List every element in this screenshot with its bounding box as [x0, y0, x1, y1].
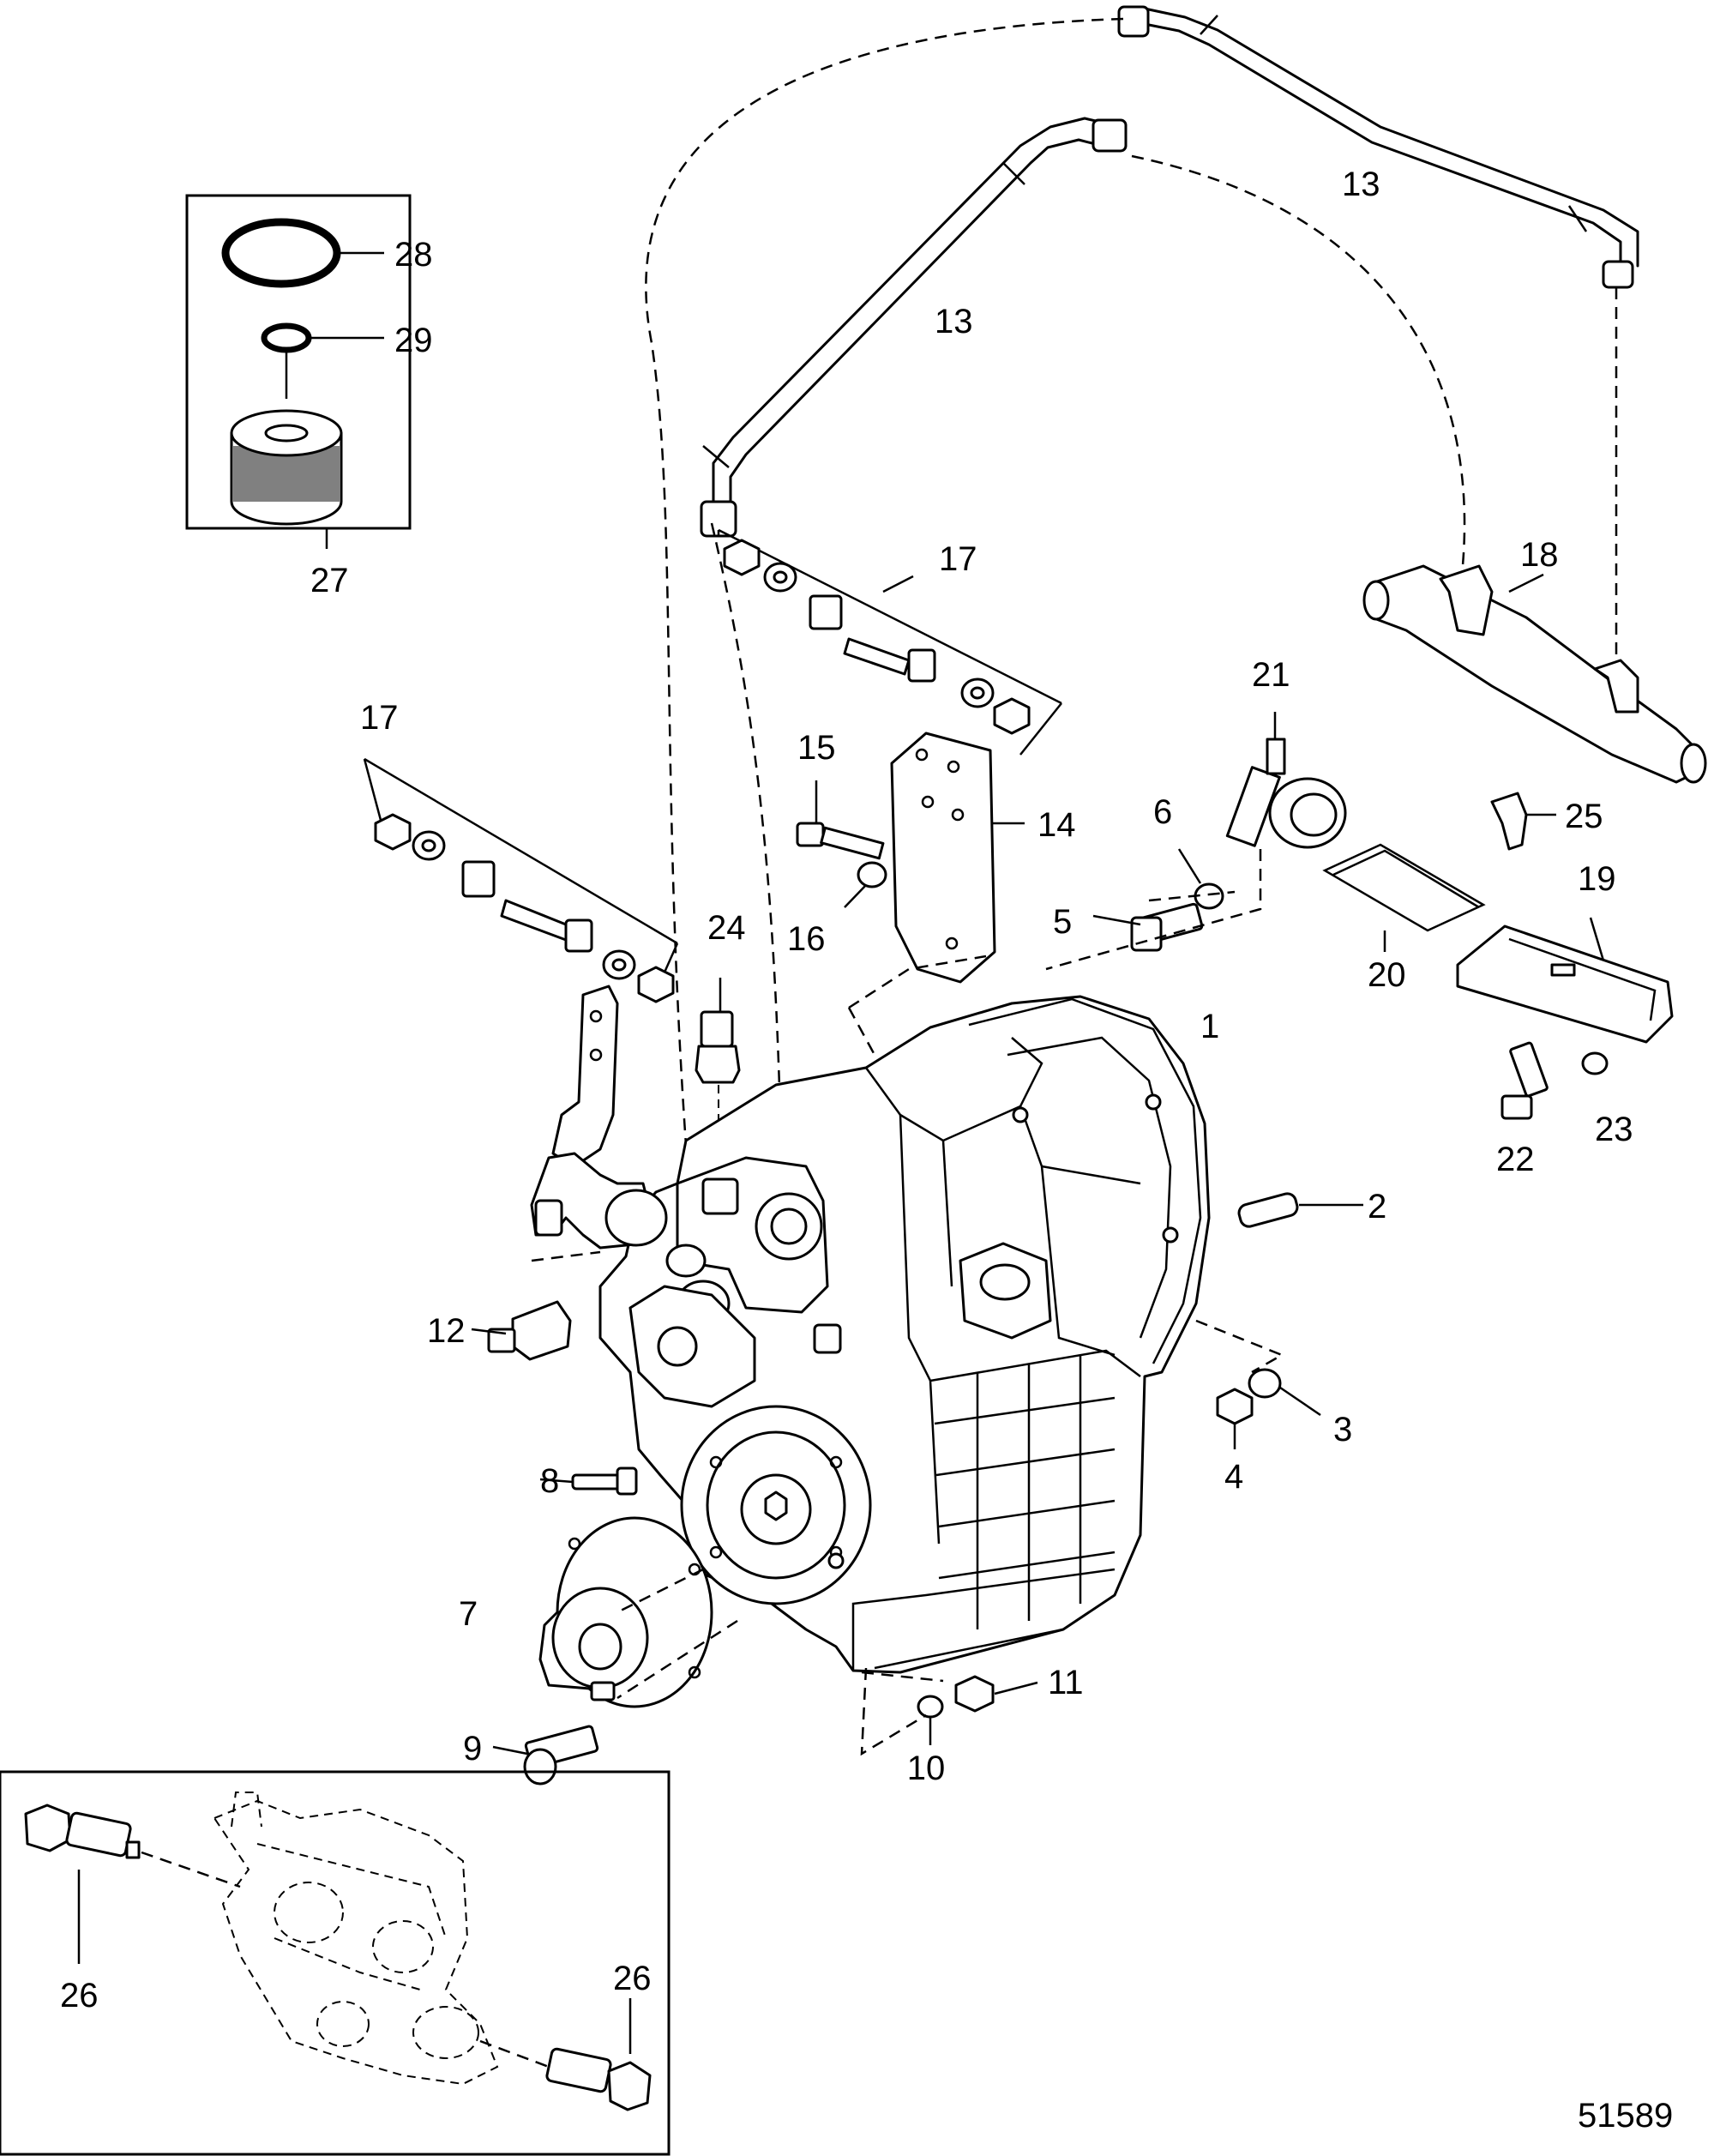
callout-3: 3: [1333, 1411, 1352, 1448]
callouts: 1 2 3 4 5 6 7 8 9 10 11 12 13 13 14 15 1…: [60, 166, 1633, 2014]
bolt-22: [1501, 1041, 1549, 1120]
callout-6: 6: [1153, 793, 1172, 831]
bracket-19: [1456, 917, 1674, 1044]
filter-element-27: [230, 409, 343, 526]
callout-13-lower: 13: [935, 303, 973, 340]
callout-16: 16: [787, 920, 826, 958]
plate-14: [890, 732, 1025, 984]
washer-3: [1248, 1368, 1282, 1399]
filter-inset: [185, 194, 412, 549]
callout-17-left: 17: [360, 699, 399, 737]
washer-16: [857, 861, 887, 888]
speed-sensor-26-left: [24, 1804, 141, 1964]
callout-29: 29: [394, 322, 433, 359]
cooler-hose-13-lower: [700, 117, 1128, 538]
callout-24: 24: [707, 909, 746, 947]
snap-ring-29: [261, 322, 312, 353]
callout-1: 1: [1200, 1008, 1219, 1045]
callout-14: 14: [1037, 806, 1076, 844]
callout-12: 12: [427, 1312, 466, 1350]
callout-18: 18: [1520, 536, 1559, 574]
callout-7: 7: [459, 1595, 478, 1633]
o-ring-28: [221, 218, 341, 288]
callout-26-right: 26: [613, 1960, 652, 1997]
callout-23: 23: [1595, 1111, 1633, 1148]
washer-23: [1581, 1051, 1609, 1075]
callout-20: 20: [1368, 956, 1406, 994]
bolt-9: [492, 1725, 599, 1786]
drain-plug-25: [1490, 792, 1556, 851]
oil-cooler-18: [1362, 564, 1707, 784]
sensor-24: [695, 978, 741, 1175]
callout-22: 22: [1496, 1141, 1535, 1178]
sensor-12: [471, 1300, 572, 1361]
callout-4: 4: [1224, 1458, 1243, 1496]
callout-5: 5: [1053, 903, 1072, 941]
speed-sensor-26-right: [545, 1998, 652, 2111]
bolt-15: [796, 780, 885, 860]
callout-11: 11: [1048, 1664, 1084, 1701]
hardware-set-17-left: [363, 757, 679, 1003]
callout-8: 8: [540, 1462, 559, 1500]
hose-clamp-21: [1225, 712, 1347, 849]
hardware-set-17-upper: [717, 528, 1062, 756]
callout-27: 27: [310, 562, 349, 599]
nut-11: [954, 1675, 995, 1713]
nut-4: [1216, 1388, 1254, 1425]
callout-28: 28: [394, 236, 433, 274]
bolt-5: [1092, 902, 1204, 952]
callout-10: 10: [907, 1749, 946, 1787]
shield-20: [1322, 843, 1486, 952]
stud-2: [1237, 1192, 1363, 1228]
speed-sensor-inset: [0, 1770, 671, 2156]
bolt-8: [539, 1466, 638, 1496]
transmission-housing-1: [530, 985, 1211, 1674]
callout-21: 21: [1252, 656, 1290, 694]
figure-number: 51589: [1578, 2097, 1673, 2135]
phantom-transmission: [213, 1792, 499, 2086]
washer-10: [917, 1695, 944, 1719]
callout-25: 25: [1565, 798, 1603, 835]
callout-2: 2: [1368, 1188, 1386, 1226]
callout-26-left: 26: [60, 1977, 99, 2014]
cooler-hose-13-upper: [1117, 5, 1639, 289]
callout-15: 15: [797, 729, 836, 767]
callout-13-upper: 13: [1342, 166, 1380, 203]
callout-9: 9: [463, 1730, 482, 1768]
callout-19: 19: [1578, 860, 1616, 898]
coupling-7: [538, 1516, 713, 1708]
callout-17-upper: 17: [939, 540, 977, 578]
